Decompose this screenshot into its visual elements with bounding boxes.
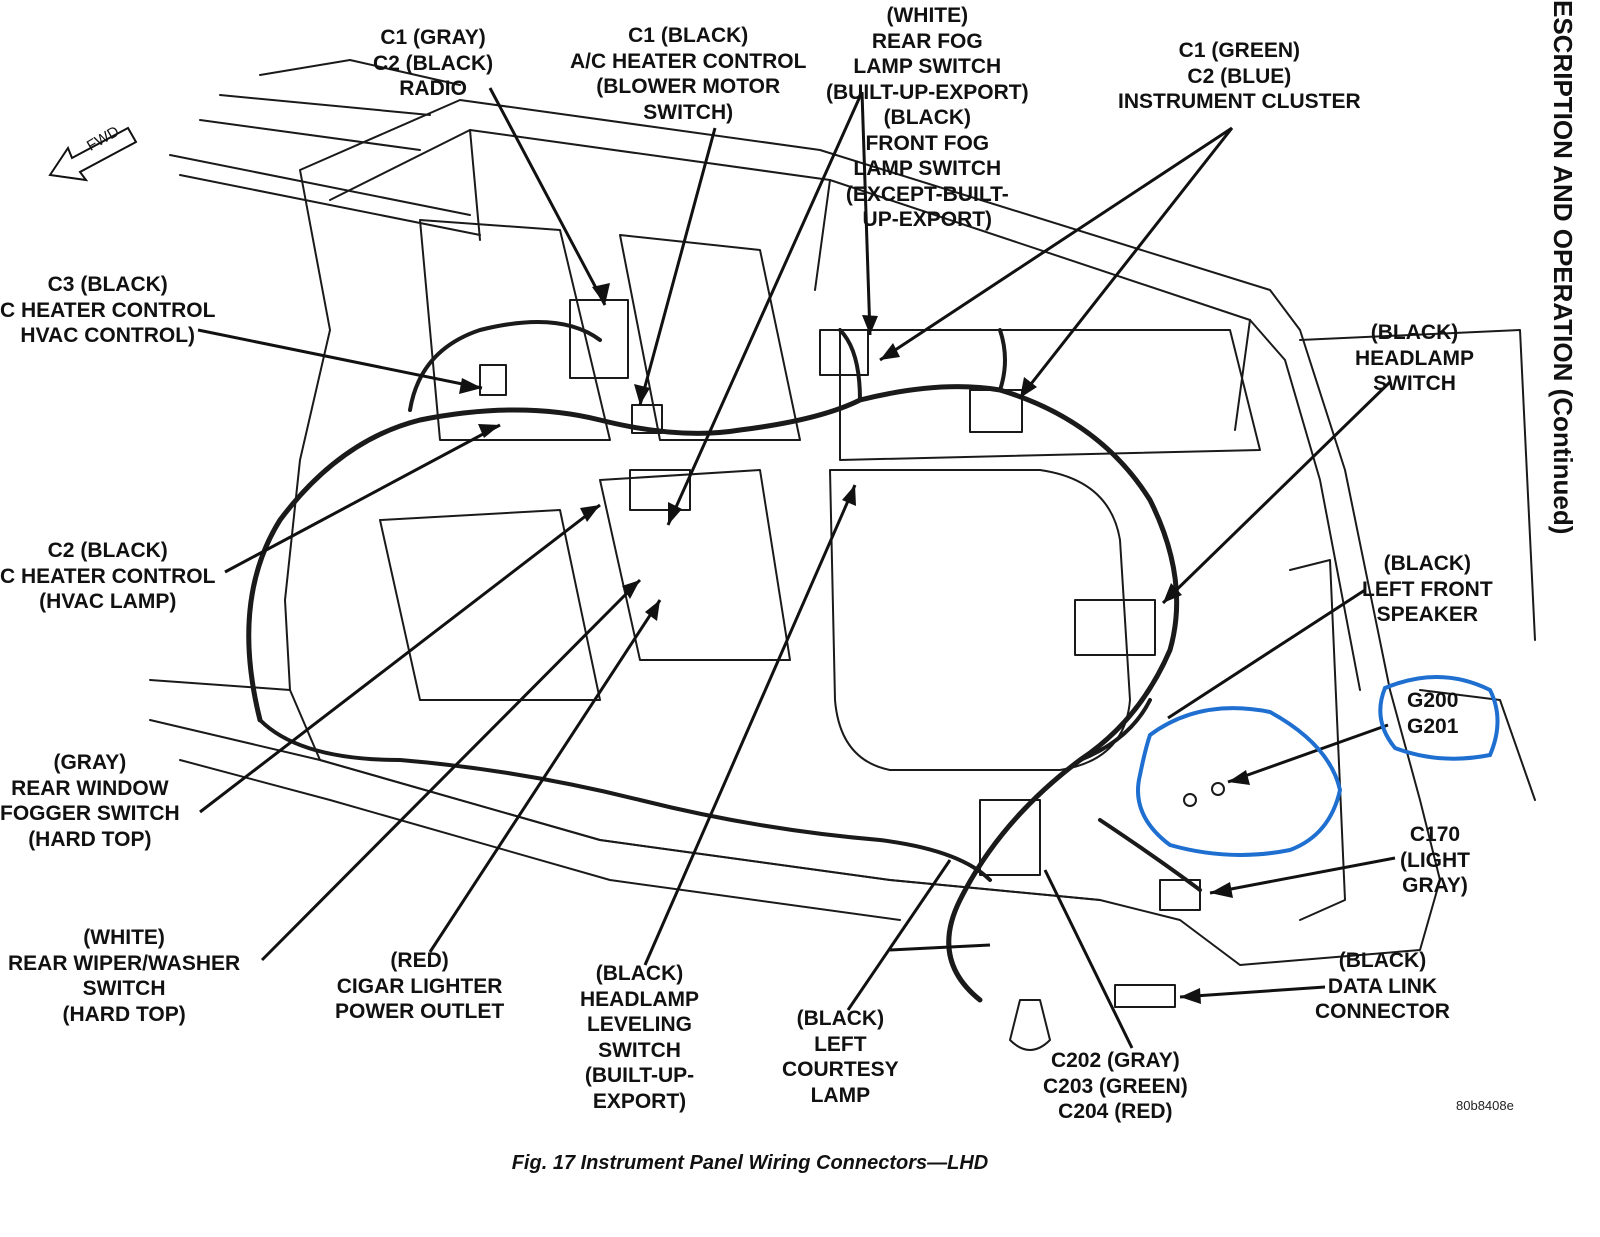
leader-cigar bbox=[428, 599, 662, 953]
label-data-link-connector: (BLACK) DATA LINK CONNECTOR bbox=[1315, 949, 1450, 1023]
leader-courtesy bbox=[846, 859, 952, 1011]
center-switch-block bbox=[629, 469, 691, 511]
label-headlamp-switch: (BLACK) HEADLAMP SWITCH bbox=[1355, 321, 1474, 395]
side-heading: ESCRIPTION AND OPERATION (Continued) bbox=[1548, 0, 1578, 535]
leader-blower bbox=[638, 127, 717, 406]
arrow-head bbox=[880, 343, 900, 360]
leader-data-link bbox=[1179, 985, 1326, 999]
label-c202-c204: C202 (GRAY) C203 (GREEN) C204 (RED) bbox=[1043, 1049, 1188, 1123]
leader-cluster-b bbox=[1018, 127, 1234, 399]
arrow-head bbox=[1210, 882, 1233, 898]
label-rear-window-fogger: (GRAY) REAR WINDOW FOGGER SWITCH (HARD T… bbox=[0, 751, 180, 851]
label-left-front-speaker: (BLACK) LEFT FRONT SPEAKER bbox=[1362, 552, 1493, 626]
arrow-head bbox=[1020, 377, 1037, 398]
harness-right-branch bbox=[1078, 698, 1202, 892]
arrow-head bbox=[580, 505, 600, 522]
leader-ground bbox=[1227, 723, 1389, 784]
arrow-head bbox=[668, 502, 682, 525]
harness-lower-run bbox=[258, 718, 992, 882]
right-side-panel bbox=[1289, 329, 1536, 921]
leader-fog-upper bbox=[860, 91, 872, 336]
leader-c170 bbox=[1209, 856, 1396, 895]
harness-main bbox=[246, 384, 1180, 1003]
courtesy-lamp bbox=[1009, 999, 1051, 1051]
label-radio: C1 (GRAY) C2 (BLACK) RADIO bbox=[373, 26, 494, 100]
highlight-circle-ground-studs bbox=[1136, 706, 1343, 857]
rail-lines bbox=[169, 59, 481, 236]
upper-cavity bbox=[419, 219, 801, 441]
center-opening bbox=[829, 469, 1131, 771]
leader-c202 bbox=[1043, 869, 1134, 1049]
c170-connector bbox=[1159, 879, 1201, 911]
figure-caption: Fig. 17 Instrument Panel Wiring Connecto… bbox=[511, 1152, 989, 1174]
arrow-head bbox=[1228, 770, 1250, 785]
highlight-circle-ground-label bbox=[1378, 675, 1500, 761]
leader-speaker bbox=[1167, 588, 1366, 720]
left-openings bbox=[379, 469, 791, 701]
dash-top-edge bbox=[469, 129, 1251, 431]
leader-courtesy-b bbox=[889, 943, 991, 952]
label-c170: C170 (LIGHT GRAY) bbox=[1400, 823, 1470, 897]
arrow-head bbox=[478, 424, 500, 438]
leader-hvac-lamp bbox=[224, 423, 501, 574]
leader-radio bbox=[488, 87, 607, 306]
arrow-head bbox=[622, 580, 640, 599]
radio-connector bbox=[569, 299, 629, 379]
arrow-head bbox=[1163, 583, 1182, 603]
label-blower-motor: C1 (BLACK) A/C HEATER CONTROL (BLOWER MO… bbox=[570, 24, 807, 124]
arrow-head bbox=[645, 600, 660, 621]
label-instrument-cluster: C1 (GREEN) C2 (BLUE) INSTRUMENT CLUSTER bbox=[1118, 39, 1361, 113]
arrow-head bbox=[862, 315, 878, 335]
leader-cluster-a bbox=[879, 126, 1233, 362]
fwd-arrow bbox=[48, 126, 138, 182]
leader-hvac-control bbox=[197, 328, 483, 390]
ground-stud-2 bbox=[1183, 793, 1197, 807]
label-headlamp-leveling: (BLACK) HEADLAMP LEVELING SWITCH (BUILT-… bbox=[580, 962, 699, 1113]
data-link-connector bbox=[1114, 984, 1176, 1008]
hvac-connector bbox=[479, 364, 507, 396]
arrow-head bbox=[842, 485, 856, 506]
cluster-cavity bbox=[839, 329, 1261, 461]
fog-connector-upper bbox=[819, 329, 869, 376]
label-ground-g200-g201: G200 G201 bbox=[1407, 689, 1459, 738]
figure-id: 80b8408e bbox=[1456, 1098, 1514, 1113]
leader-fog-lower bbox=[666, 91, 864, 526]
arrow-head bbox=[459, 378, 482, 394]
lower-panel bbox=[149, 679, 1101, 921]
instrument-panel-drawing bbox=[48, 59, 1536, 1051]
leader-headlamp bbox=[1161, 380, 1392, 605]
label-rear-wiper-washer: (WHITE) REAR WIPER/WASHER SWITCH (HARD T… bbox=[8, 926, 241, 1026]
blower-connector bbox=[631, 404, 663, 434]
label-fog-lamp-switches: (WHITE) REAR FOG LAMP SWITCH (BUILT-UP-E… bbox=[826, 4, 1029, 231]
label-hvac-control: C3 (BLACK) C HEATER CONTROL HVAC CONTROL… bbox=[0, 273, 216, 347]
leader-wiper bbox=[260, 578, 642, 962]
junction-block bbox=[979, 799, 1041, 876]
panel-frame bbox=[284, 99, 1441, 966]
headlamp-connector bbox=[1074, 599, 1156, 656]
ground-stud-1 bbox=[1211, 782, 1225, 796]
label-cigar-lighter: (RED) CIGAR LIGHTER POWER OUTLET bbox=[335, 949, 505, 1023]
label-left-courtesy-lamp: (BLACK) LEFT COURTESY LAMP bbox=[782, 1007, 899, 1107]
arrow-head bbox=[1180, 988, 1201, 1004]
arrow-head bbox=[592, 283, 610, 305]
label-hvac-lamp: C2 (BLACK) C HEATER CONTROL (HVAC LAMP) bbox=[0, 539, 216, 613]
leader-fogger bbox=[199, 503, 601, 814]
arrow-head bbox=[634, 384, 650, 405]
cluster-connector bbox=[969, 389, 1023, 433]
leader-leveling bbox=[643, 484, 857, 966]
